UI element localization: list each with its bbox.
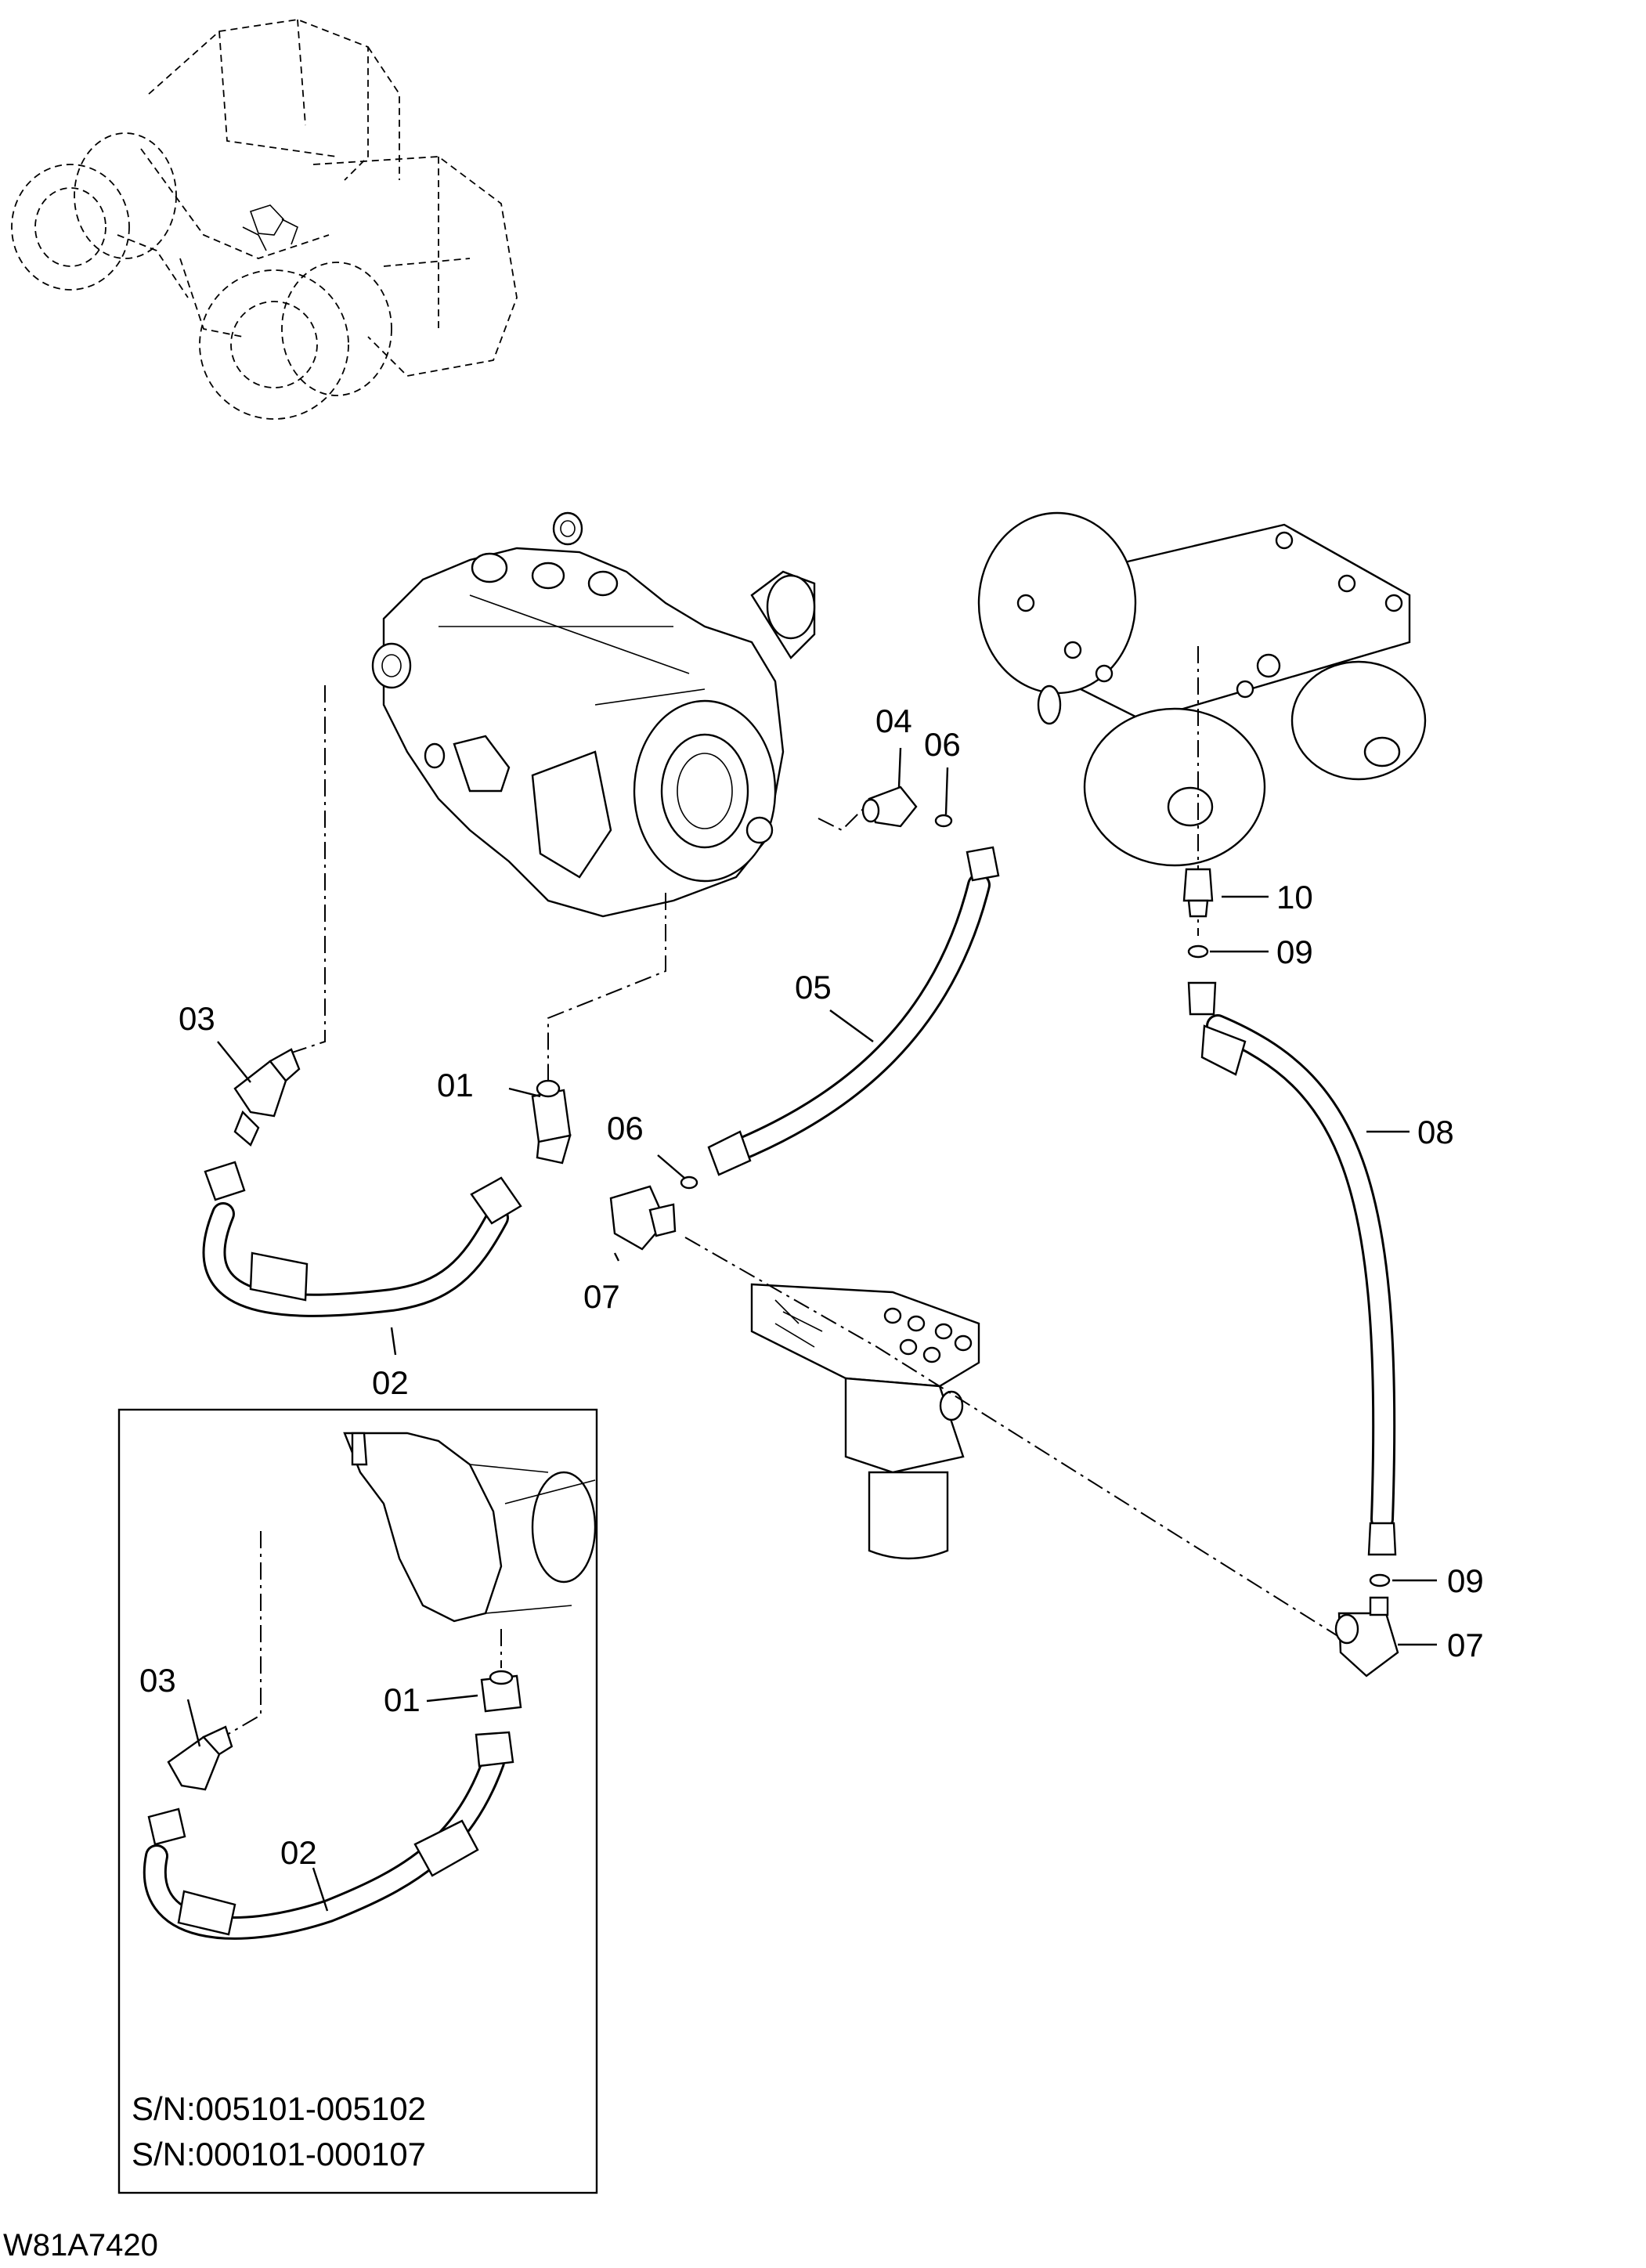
callout-03: 03: [179, 1000, 215, 1037]
fitting-04: [861, 785, 918, 828]
fitting-07-left: [609, 1185, 677, 1251]
label-leaders: [217, 747, 1437, 1646]
callout-06-upper: 06: [924, 726, 961, 763]
main-callouts: 01 02 03 04 05 06 06 07 07 08 09 09 10: [179, 702, 1484, 1663]
serial-range-2: S/N:000101-000107: [132, 2136, 426, 2172]
callout-10: 10: [1276, 879, 1313, 916]
callout-02: 02: [372, 1364, 409, 1401]
inset-detail: 03 01 02 S/N:005101-005102 S/N:000101-00…: [117, 1408, 598, 2194]
inset-frame: [117, 1408, 598, 2194]
serial-range-1: S/N:005101-005102: [132, 2090, 426, 2127]
callout-09-upper: 09: [1276, 934, 1313, 970]
inset-pump-section: [343, 1432, 597, 1623]
callout-09-lower: 09: [1447, 1562, 1484, 1599]
hose-02: [202, 1161, 522, 1317]
inset-callout-01: 01: [384, 1681, 421, 1718]
callout-05: 05: [795, 969, 832, 1006]
callout-07-left: 07: [583, 1278, 620, 1315]
fitting-07-right: [1334, 1596, 1399, 1678]
inset-fitting-01: [480, 1670, 522, 1713]
callout-06-lower: 06: [607, 1110, 644, 1147]
callout-01: 01: [437, 1067, 474, 1103]
hydraulic-pump: [371, 511, 816, 918]
o-ring-09: [1187, 944, 1391, 1587]
inset-callout-02: 02: [280, 1834, 317, 1871]
inset-hose-02: [143, 1731, 514, 1940]
callout-08: 08: [1417, 1114, 1454, 1150]
fitting-01: [531, 1079, 572, 1165]
callout-04: 04: [875, 702, 912, 739]
inset-fitting-03: [167, 1725, 233, 1791]
o-ring-06: [680, 814, 953, 1190]
machine-overview-sketch: [11, 19, 518, 420]
fitting-03: [233, 1048, 301, 1147]
accumulator-assembly: [977, 511, 1427, 869]
hose-05: [707, 846, 1000, 1176]
inset-callout-03: 03: [139, 1662, 176, 1699]
filter-valve-block: [750, 1283, 980, 1560]
callout-07-right: 07: [1447, 1627, 1484, 1663]
figure-code: W81A7420: [3, 2228, 158, 2263]
hose-08: [1187, 981, 1397, 1556]
fitting-10: [1182, 868, 1214, 918]
